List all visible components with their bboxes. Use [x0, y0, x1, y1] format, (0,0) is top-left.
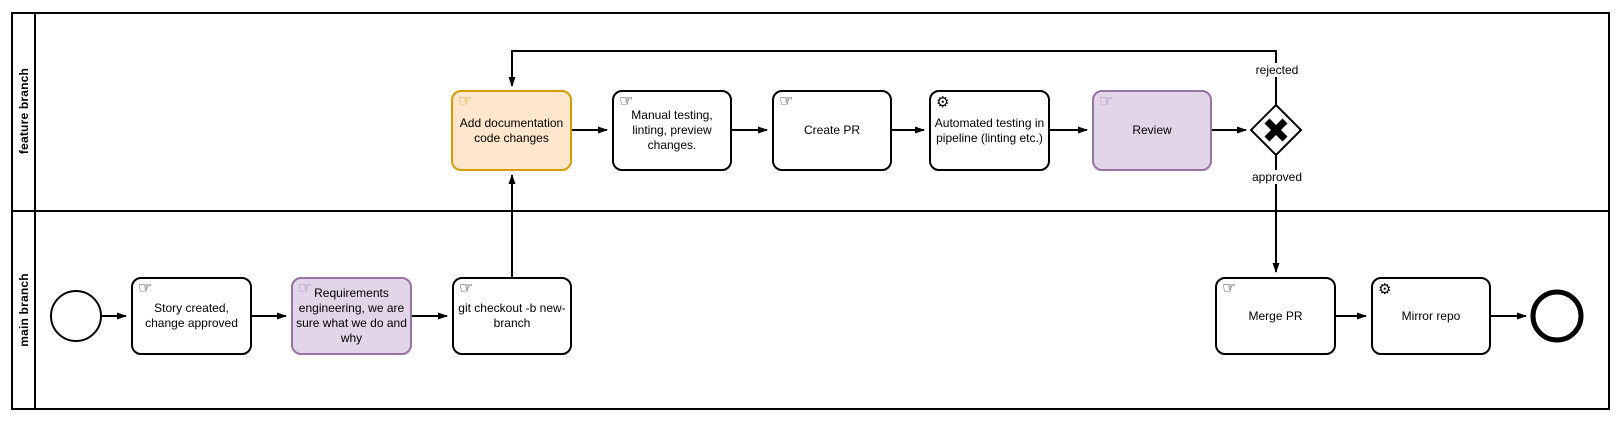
task-requirements-engineering[interactable]: ☞ Requirements engineering, we are sure … — [291, 277, 412, 355]
task-label: Create PR — [803, 123, 861, 137]
exclusive-gateway[interactable] — [1249, 103, 1303, 157]
manual-task-hand-icon: ☞ — [458, 93, 473, 110]
manual-task-hand-icon: ☞ — [1099, 93, 1114, 110]
end-event[interactable] — [1530, 289, 1584, 343]
manual-task-hand-icon: ☞ — [779, 93, 794, 110]
task-label: git checkout -b new-branch — [458, 301, 566, 330]
task-label: Add documentation code changes — [459, 115, 564, 145]
task-merge-pr[interactable]: ☞ Merge PR — [1215, 277, 1336, 355]
manual-task-hand-icon: ☞ — [138, 280, 153, 297]
start-event[interactable] — [50, 290, 102, 342]
manual-task-hand-icon: ☞ — [1222, 280, 1237, 297]
task-label: Mirror repo — [1401, 308, 1461, 323]
manual-task-hand-icon: ☞ — [619, 93, 634, 110]
task-automated-testing[interactable]: ⚙ Automated testing in pipeline (linting… — [929, 90, 1050, 171]
lane-divider — [11, 210, 1610, 212]
task-label: Automated testing in pipeline (linting e… — [934, 115, 1045, 145]
task-label: Manual testing, linting, preview changes… — [631, 108, 713, 152]
gateway-label-approved: approved — [1249, 170, 1305, 184]
task-label: Requirements engineering, we are sure wh… — [296, 286, 407, 345]
manual-task-hand-icon: ☞ — [459, 280, 474, 297]
service-task-gear-icon: ⚙ — [1378, 281, 1392, 298]
task-label: Review — [1132, 123, 1172, 137]
task-create-pr[interactable]: ☞ Create PR — [772, 90, 892, 171]
gateway-x-icon — [1264, 118, 1288, 142]
task-add-documentation[interactable]: ☞ Add documentation code changes — [451, 90, 572, 171]
task-review[interactable]: ☞ Review — [1092, 90, 1212, 171]
task-label: Story created, change approved — [145, 301, 238, 330]
task-label: Merge PR — [1248, 308, 1303, 323]
manual-task-hand-icon: ☞ — [298, 280, 313, 297]
task-manual-testing[interactable]: ☞ Manual testing, linting, preview chang… — [612, 90, 732, 171]
service-task-gear-icon: ⚙ — [936, 94, 950, 111]
gateway-label-rejected: rejected — [1253, 63, 1301, 77]
task-mirror-repo[interactable]: ⚙ Mirror repo — [1371, 277, 1491, 355]
task-git-checkout[interactable]: ☞ git checkout -b new-branch — [452, 277, 572, 355]
task-story-created[interactable]: ☞ Story created, change approved — [131, 277, 252, 355]
flow-rejected-loop — [508, 50, 1277, 105]
